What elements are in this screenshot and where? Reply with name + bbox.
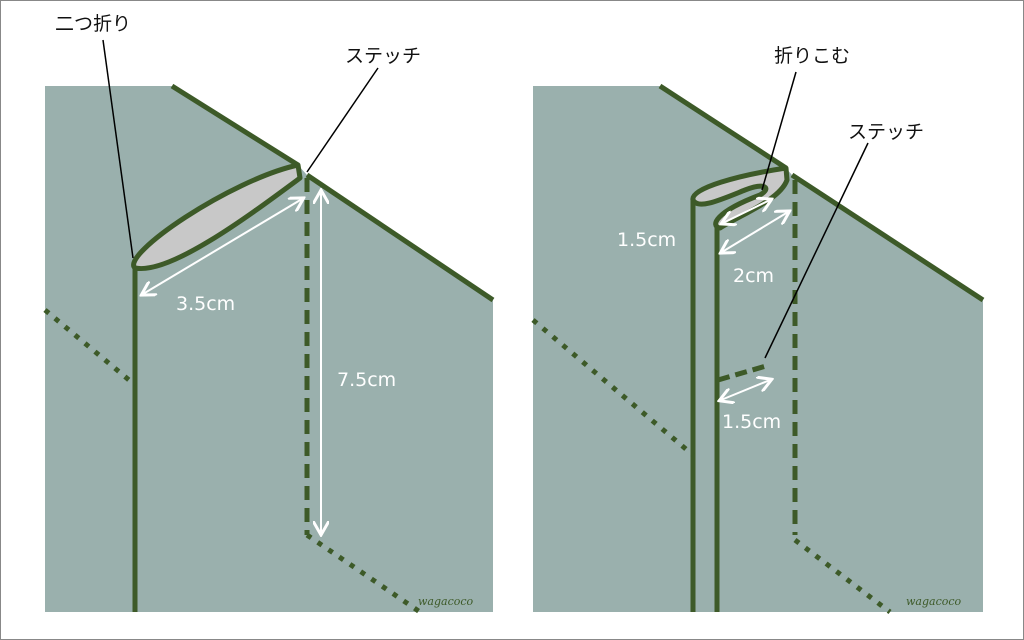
dotted-seam [531,318,695,457]
dimension-arrow [143,199,302,294]
fabric-edge [170,83,300,168]
left-panel: 二つ折り ステッチ 3.5cm 7.5cm wagacoco [43,13,495,615]
fabric-left [45,86,493,612]
dimension-label: 7.5cm [337,369,396,391]
leader-line [761,71,797,191]
leader-line [306,67,379,173]
dotted-seam [305,532,422,615]
fold-label: 二つ折り [55,13,131,35]
leader-line [102,39,134,259]
dimension-arrow [722,212,788,252]
fabric-edge [658,83,788,171]
dimension-label: 1.5cm [617,229,676,251]
fabric-edge [790,172,985,303]
tuck-label: 折りこむ [774,45,850,67]
watermark: wagacoco [906,595,962,608]
leader-line [764,142,869,359]
watermark: wagacoco [418,595,474,608]
stitch-label: ステッチ [848,121,924,143]
dimension-label: 1.5cm [722,411,781,433]
fabric-edge [305,172,495,303]
right-panel: 折りこむ ステッチ 1.5cm 2cm 1.5cm wagacoco [531,45,985,614]
dimension-arrow [721,380,770,400]
fabric-right [533,86,983,612]
dimension-label: 2cm [733,265,774,287]
dimension-label: 3.5cm [176,293,235,315]
stitch-label: ステッチ [345,45,421,67]
